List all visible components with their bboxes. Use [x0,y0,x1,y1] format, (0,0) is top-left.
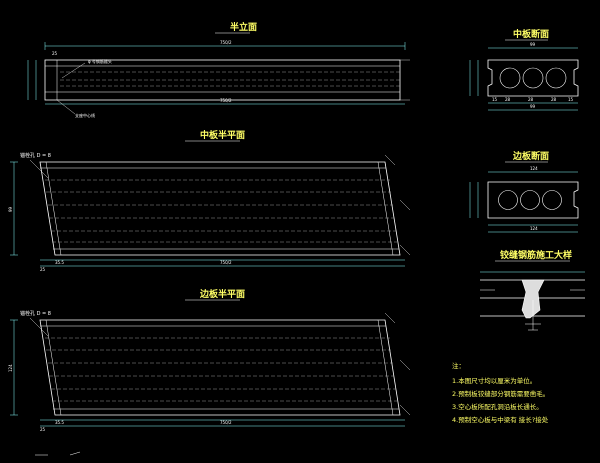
elevation-top-dimension: 750/2 [220,40,232,45]
mid-section-view: 中板断面 99 15 28 28 28 15 99 [469,28,579,111]
mid-section-bottom-dimension: 99 [530,104,536,109]
edge-plan-title: 边板半平面 [199,288,245,300]
mid-plan-title: 中板半平面 [200,129,245,141]
edge-plan-bottom-left: 25 [40,427,46,432]
mid-section-top-dimension: 99 [530,42,536,47]
elevation-title: 半立面 [230,21,257,33]
mid-section-part-4: 28 [551,97,557,102]
edge-plan-view: 边板半平面 锚栓孔 D = 8 124 25 35.5 750/2 [8,288,411,456]
note-item-2: 2.预制板铰缝部分钢筋需要凿毛。 [452,389,549,398]
note-item-4: 4.预制空心板与中梁有 接长?接处 [452,415,549,424]
joint-detail-title: 铰缝钢筋施工大样 [500,249,572,261]
mid-plan-bottom-left: 25 [40,267,46,272]
mid-plan-bottom-mid: 35.5 [55,260,64,265]
elevation-view: 半立面 750/2 25 φ 号钢筋箍头 750/2 支座中心线 [27,21,410,118]
elevation-bottom-dimension: 750/2 [220,98,232,103]
note-item-3: 3.空心板所配孔洞沿板长通长。 [452,402,543,411]
edge-plan-left-dimension: 124 [8,364,13,372]
mid-plan-bottom-total: 750/2 [220,260,232,265]
mid-section-part-2: 28 [505,97,511,102]
edge-section-title: 边板断面 [512,150,549,162]
edge-section-top-dimension: 124 [530,166,538,171]
notes-block: 注： 1.本图尺寸均以厘米为单位。 2.预制板铰缝部分钢筋需要凿毛。 3.空心板… [452,361,549,424]
elevation-centerline-label: 支座中心线 [75,112,95,118]
mid-section-part-1: 15 [492,97,498,102]
edge-section-bottom-dimension: 124 [530,226,538,231]
mid-plan-hole-label: 锚栓孔 D = 8 [20,152,51,159]
elevation-callout: φ 号钢筋箍头 [88,58,112,64]
mid-section-part-5: 15 [568,97,574,102]
edge-section-view: 边板断面 124 124 [469,150,579,233]
mid-plan-left-dimension: 99 [8,206,13,212]
mid-section-part-3: 28 [528,97,534,102]
elevation-left-dimension: 25 [52,51,58,56]
notes-heading: 注： [452,361,465,370]
edge-plan-bottom-total: 750/2 [220,420,232,425]
mid-plan-view: 中板半平面 锚栓孔 D = 8 99 25 35.5 750/2 [8,129,411,272]
mid-section-title: 中板断面 [513,28,549,40]
edge-plan-hole-label: 锚栓孔 D = 8 [20,310,51,317]
joint-detail-view: 铰缝钢筋施工大样 [480,249,585,331]
edge-plan-bottom-mid: 35.5 [55,420,64,425]
note-item-1: 1.本图尺寸均以厘米为单位。 [452,376,536,385]
